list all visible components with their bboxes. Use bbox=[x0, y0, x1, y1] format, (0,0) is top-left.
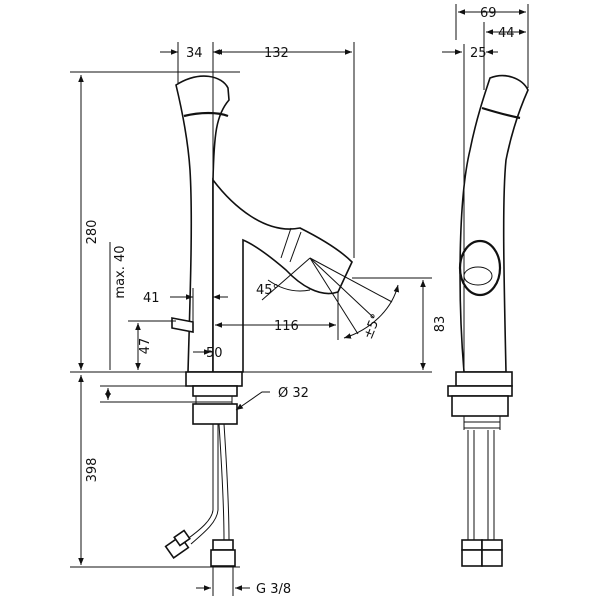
side-hose-a bbox=[467, 430, 475, 540]
head-band-line bbox=[183, 111, 229, 118]
label-5deg: ±5° bbox=[361, 312, 385, 341]
label-132: 132 bbox=[264, 46, 289, 61]
spout-mouth-band-inner bbox=[289, 231, 302, 263]
side-band-line bbox=[481, 106, 521, 120]
label-max40: max. 40 bbox=[113, 245, 128, 298]
side-aerator bbox=[458, 239, 502, 297]
label-g38: G 3/8 bbox=[256, 582, 291, 597]
side-thread bbox=[463, 416, 501, 430]
side-mounting-nut bbox=[451, 395, 509, 417]
label-45deg: 45° bbox=[256, 283, 279, 298]
spout-arm-outline bbox=[212, 177, 353, 373]
side-hose-b bbox=[487, 430, 495, 540]
supply-hose-left bbox=[185, 424, 214, 541]
side-body-outline bbox=[459, 74, 529, 373]
hose-fitting-center bbox=[210, 539, 236, 567]
label-25: 25 bbox=[470, 46, 487, 61]
side-view: 69 44 25 bbox=[442, 4, 529, 567]
mounting-nut bbox=[192, 403, 238, 425]
label-116: 116 bbox=[274, 319, 299, 334]
label-44: 44 bbox=[498, 26, 515, 41]
label-69: 69 bbox=[480, 6, 497, 21]
label-50: 50 bbox=[206, 346, 223, 361]
side-fitting-b2 bbox=[481, 549, 503, 567]
supply-hose-center-2 bbox=[223, 423, 230, 541]
label-41: 41 bbox=[143, 291, 160, 306]
side-mounting-flange bbox=[447, 385, 513, 397]
leader-line-diameter bbox=[235, 391, 270, 411]
angle-line-45-a bbox=[261, 257, 311, 301]
supply-hose-center bbox=[218, 423, 225, 541]
spout-mouth-band bbox=[280, 227, 292, 259]
side-fitting-a2 bbox=[461, 549, 483, 567]
angle-arc-45 bbox=[267, 279, 311, 292]
label-398: 398 bbox=[85, 458, 100, 483]
mounting-flange bbox=[192, 385, 238, 397]
base-ring bbox=[185, 371, 243, 387]
label-83: 83 bbox=[433, 316, 448, 333]
label-280: 280 bbox=[85, 220, 100, 245]
hose-fitting-left bbox=[164, 529, 191, 560]
side-fitting-b bbox=[481, 539, 503, 551]
label-34: 34 bbox=[186, 46, 203, 61]
angle-arc-5 bbox=[343, 284, 400, 339]
side-fitting-a bbox=[461, 539, 483, 551]
label-47: 47 bbox=[138, 338, 153, 355]
front-view: 34 132 280 max. 40 45° 41 116 ±5° 83 47 … bbox=[70, 42, 448, 597]
lever-handle bbox=[171, 317, 194, 333]
faucet-body-outline bbox=[175, 75, 230, 373]
side-base-ring bbox=[455, 371, 513, 387]
label-d32: Ø 32 bbox=[278, 386, 309, 401]
supply-hose-left-2 bbox=[190, 424, 219, 545]
